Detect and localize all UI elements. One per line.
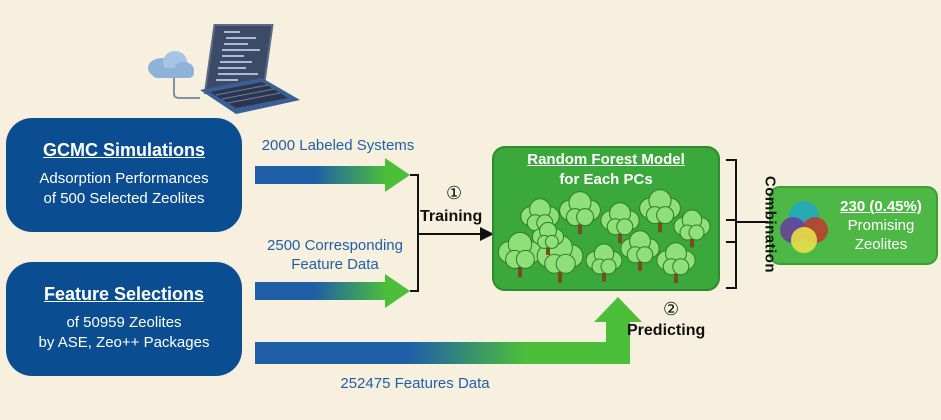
feature-data-line2: Feature Data <box>291 256 379 273</box>
tree-icon <box>620 230 660 271</box>
training-bracket <box>410 174 482 292</box>
tree-icon <box>536 234 584 283</box>
gcmc-title: GCMC Simulations <box>42 140 205 160</box>
feature-line2: by ASE, Zeo++ Packages <box>38 334 210 351</box>
arrow-predicting <box>255 297 642 364</box>
gcmc-box: GCMC Simulations Adsorption Performances… <box>6 118 242 232</box>
tree-icon <box>673 209 711 248</box>
arrow-labeled-systems <box>255 158 410 192</box>
predicting-label: Predicting <box>627 322 706 339</box>
tree-icon <box>559 191 601 235</box>
features-data-label: 252475 Features Data <box>340 375 490 392</box>
venn-icon <box>780 201 828 253</box>
tree-icon <box>585 243 623 282</box>
labeled-systems-label: 2000 Labeled Systems <box>261 137 415 154</box>
tree-icon <box>639 189 681 233</box>
result-text: 230 (0.45%) Promising Zeolites <box>827 197 935 254</box>
feature-line1: of 50959 Zeolites <box>66 314 182 331</box>
random-forest-title-line2: for Each PCs <box>559 171 653 188</box>
tree-icon <box>497 189 711 283</box>
result-line2: Zeolites <box>854 236 908 253</box>
result-value: 230 (0.45%) <box>840 198 922 215</box>
feature-title: Feature Selections <box>43 284 205 304</box>
combination-label-wrap: Combination <box>760 160 780 290</box>
feature-data-label: 2500 Corresponding Feature Data <box>250 236 420 274</box>
gcmc-line2: of 500 Selected Zeolites <box>43 190 205 207</box>
tree-icon <box>656 242 696 283</box>
random-forest-title-line1: Random Forest Model <box>527 151 685 168</box>
gcmc-line1: Adsorption Performances <box>39 170 209 187</box>
feature-data-line1: 2500 Corresponding <box>267 237 403 254</box>
feature-box: Feature Selections of 50959 Zeolites by … <box>6 262 242 376</box>
arrow-feature-data <box>255 274 410 308</box>
tree-icon <box>600 202 640 243</box>
cloud-icon <box>148 51 200 99</box>
result-line1: Promising <box>847 217 915 234</box>
predicting-step-number: ② <box>663 299 680 319</box>
tree-icon <box>531 221 565 255</box>
laptop-icon <box>200 24 300 114</box>
tree-icon <box>497 231 543 278</box>
training-label: Training <box>420 208 483 225</box>
combination-label: Combination <box>761 175 779 274</box>
random-forest-title: Random Forest Model for Each PCs <box>496 150 716 190</box>
training-arrow-head <box>480 227 494 241</box>
training-step-number: ① <box>446 183 463 203</box>
combination-bracket <box>726 159 768 289</box>
